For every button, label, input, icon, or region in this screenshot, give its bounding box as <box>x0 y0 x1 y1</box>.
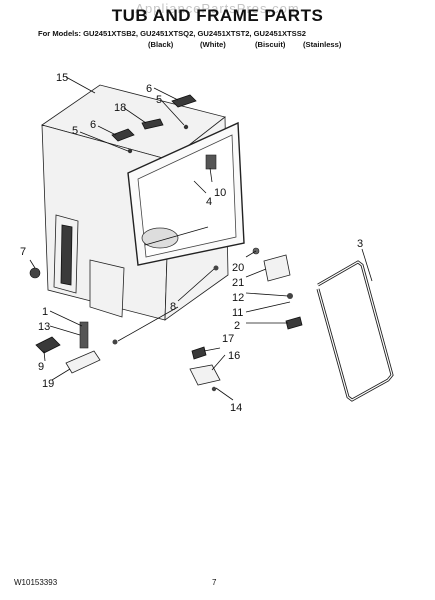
callout: 11 <box>232 307 243 319</box>
callout: 9 <box>38 361 44 373</box>
callout: 6 <box>146 83 152 95</box>
callout: 21 <box>232 277 244 289</box>
part-16 <box>189 364 221 386</box>
callout: 3 <box>357 238 363 250</box>
part-12 <box>287 293 293 299</box>
tub-assembly <box>41 84 245 321</box>
callout: 17 <box>222 333 234 345</box>
callout-labels: 15 6 5 18 6 5 10 4 7 3 20 21 12 8 11 2 1… <box>20 72 363 414</box>
callout: 15 <box>56 72 68 84</box>
callout: 5 <box>156 94 162 106</box>
variant-black: (Black) <box>148 40 174 49</box>
callout: 6 <box>90 119 96 131</box>
callout: 5 <box>72 125 78 137</box>
part-2 <box>285 316 303 330</box>
exploded-parts-diagram: 15 6 5 18 6 5 10 4 7 3 20 21 12 8 11 2 1… <box>20 72 394 414</box>
doc-number: W10153393 <box>14 578 58 587</box>
variant-stainless: (Stainless) <box>303 40 342 49</box>
watermark: AppliancePartsPros.com <box>135 1 300 16</box>
leader-lines <box>29 76 373 401</box>
callout: 8 <box>170 301 176 313</box>
callout: 19 <box>42 378 54 390</box>
callout: 12 <box>232 292 244 304</box>
callout: 7 <box>20 246 26 258</box>
callout: 4 <box>206 196 212 208</box>
part-7 <box>29 267 41 279</box>
part-19 <box>65 350 101 374</box>
callout: 2 <box>234 320 240 332</box>
models-line: For Models: GU2451XTSB2, GU2451XTSQ2, GU… <box>38 29 306 38</box>
page-number: 7 <box>212 578 217 587</box>
page-title: TUB AND FRAME PARTS <box>111 6 324 25</box>
callout: 10 <box>214 187 226 199</box>
part-17 <box>191 346 207 360</box>
part-21 <box>263 254 291 282</box>
part-9 <box>35 336 61 354</box>
variant-white: (White) <box>200 40 226 49</box>
callout: 18 <box>114 102 126 114</box>
callout: 13 <box>38 321 50 333</box>
variant-biscuit: (Biscuit) <box>255 40 286 49</box>
callout: 20 <box>232 262 244 274</box>
callout: 1 <box>42 306 48 318</box>
callout: 14 <box>230 402 242 414</box>
callout: 16 <box>228 350 240 362</box>
